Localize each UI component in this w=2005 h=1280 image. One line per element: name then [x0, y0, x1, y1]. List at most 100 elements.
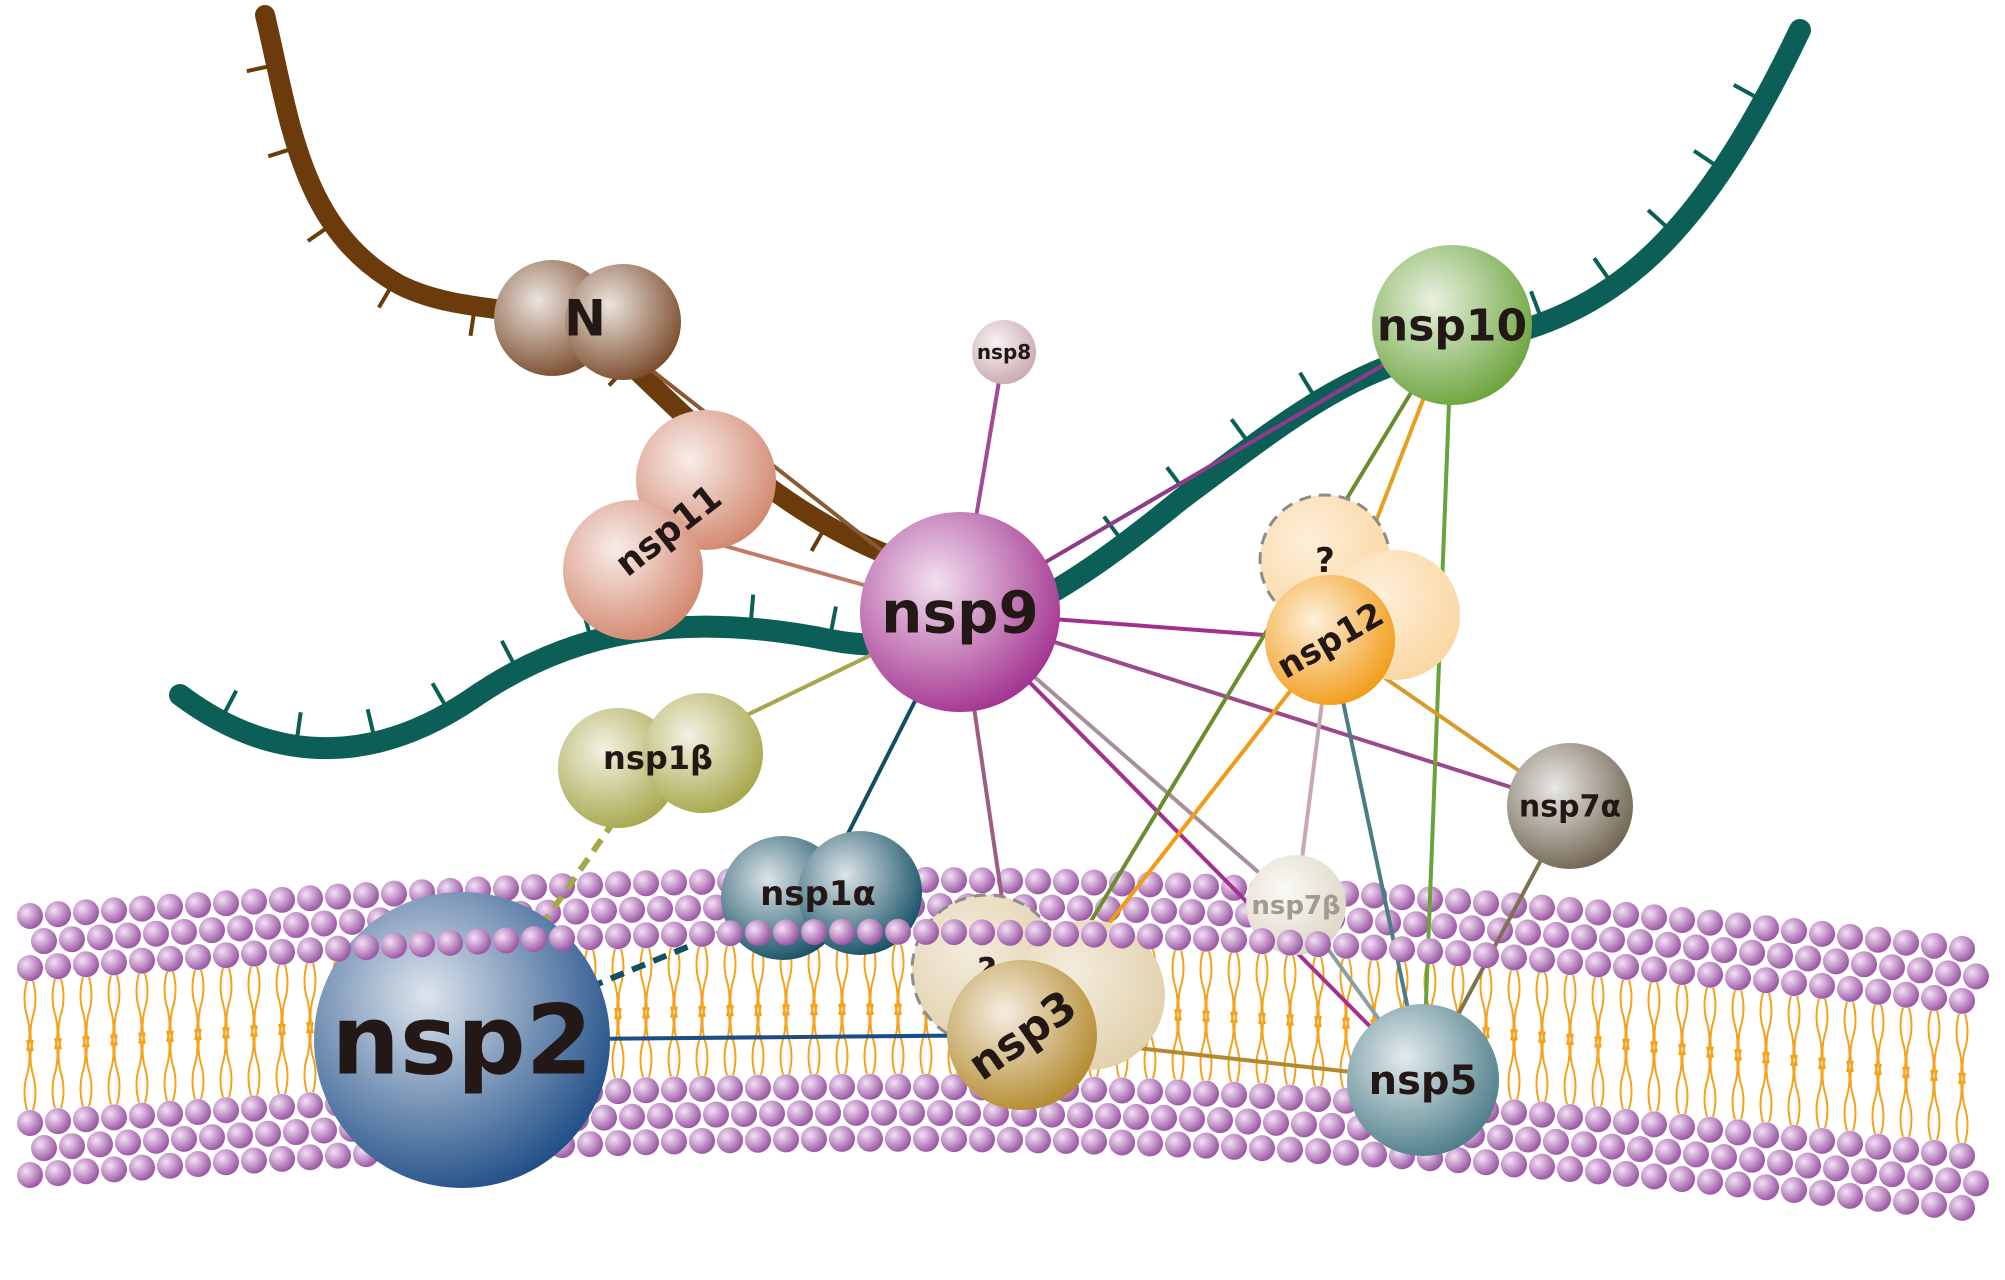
lipid-head	[521, 926, 547, 953]
lipid-head	[269, 938, 295, 965]
lipid-head	[1445, 940, 1471, 967]
lipid-head	[1725, 912, 1751, 939]
protein-nsp5[interactable]: nsp5	[1347, 1004, 1499, 1156]
lipid-head	[1165, 1079, 1191, 1106]
lipid-head	[1585, 1158, 1611, 1185]
strand-tick	[267, 145, 298, 159]
lipid-head	[717, 1127, 743, 1154]
protein-nsp12[interactable]: ?nsp12	[1258, 493, 1460, 705]
lipid-tail	[113, 975, 121, 1046]
protein-N[interactable]: N	[494, 260, 681, 380]
lipid-head	[199, 1124, 225, 1151]
lipid-head	[493, 927, 519, 954]
lipid-tail	[869, 1003, 877, 1075]
lipid-head	[1039, 1101, 1065, 1128]
lipid-head	[675, 895, 701, 922]
lipid-head	[297, 937, 323, 964]
protein-label-nsp7b: nsp7β	[1251, 891, 1340, 921]
lipid-head	[1669, 1166, 1695, 1193]
lipid-head	[1179, 1105, 1205, 1132]
lipid-head	[913, 918, 939, 945]
lipid-head	[997, 1126, 1023, 1153]
lipid-head	[689, 1127, 715, 1154]
lipid-head	[647, 1102, 673, 1129]
lipid-head	[1207, 1107, 1233, 1134]
lipid-head	[1025, 1127, 1051, 1154]
lipid-head	[689, 868, 715, 895]
lipid-tail	[107, 975, 115, 1046]
lipid-tail	[1933, 1069, 1941, 1141]
lipid-head	[31, 928, 57, 955]
lipid-tail	[891, 944, 899, 1016]
protein-subunit	[860, 512, 1060, 712]
lipid-head	[1529, 946, 1555, 973]
protein-label-nsp10: nsp10	[1377, 300, 1527, 351]
lipid-tail	[1737, 1049, 1745, 1120]
lipid-tail	[1597, 1036, 1605, 1107]
lipid-head	[1711, 1144, 1737, 1171]
strand-tick	[1692, 149, 1724, 172]
lipid-head	[871, 1099, 897, 1126]
lipid-tail	[723, 946, 731, 1017]
lipid-tail	[141, 973, 149, 1044]
protein-nsp10[interactable]: nsp10	[1372, 245, 1532, 405]
lipid-tail	[1289, 955, 1297, 1026]
lipid-head	[1501, 944, 1527, 971]
lipid-head	[857, 1073, 883, 1100]
strand-tick	[1646, 208, 1675, 235]
lipid-head	[143, 920, 169, 947]
lipid-head	[605, 871, 631, 898]
protein-nsp1b[interactable]: nsp1β	[558, 693, 763, 828]
protein-nsp11[interactable]: nsp11	[563, 410, 776, 640]
lipid-head	[297, 1144, 323, 1171]
lipid-head	[801, 1074, 827, 1101]
protein-nsp8[interactable]: nsp8	[972, 320, 1036, 384]
lipid-head	[1221, 1133, 1247, 1160]
lipid-tail	[1233, 952, 1241, 1024]
protein-nsp7b[interactable]: nsp7β	[1246, 855, 1346, 955]
lipid-head	[829, 1073, 855, 1100]
lipid-tail	[1787, 1054, 1795, 1126]
lipid-tail	[253, 1025, 261, 1096]
lipid-head	[941, 1126, 967, 1153]
lipid-head	[1151, 897, 1177, 924]
lipid-tail	[673, 1006, 681, 1077]
lipid-head	[129, 895, 155, 922]
lipid-head	[1781, 918, 1807, 945]
lipid-tail	[141, 1032, 149, 1103]
lipid-head	[1907, 1164, 1933, 1191]
lipid-head	[1459, 915, 1485, 942]
lipid-tail	[1591, 977, 1599, 1048]
protein-nsp2[interactable]: nsp2	[314, 892, 610, 1188]
lipid-tail	[1283, 1014, 1291, 1085]
lipid-head	[115, 1129, 141, 1156]
protein-label-nsp1b: nsp1β	[603, 739, 713, 777]
protein-nsp7a[interactable]: nsp7α	[1507, 743, 1633, 869]
lipid-head	[1851, 1158, 1877, 1185]
lipid-head	[311, 910, 337, 937]
lipid-head	[1473, 890, 1499, 917]
lipid-head	[1697, 1116, 1723, 1143]
protein-subunit	[563, 500, 703, 640]
lipid-head	[1767, 1149, 1793, 1176]
membrane-lipid-heads-front	[17, 918, 1975, 1014]
lipid-head	[1585, 1106, 1611, 1133]
lipid-head	[1949, 987, 1975, 1014]
lipid-head	[213, 1149, 239, 1176]
lipid-head	[1557, 1104, 1583, 1131]
lipid-tail	[1933, 1010, 1941, 1082]
lipid-head	[171, 918, 197, 945]
lipid-tail	[1681, 1043, 1689, 1115]
lipid-head	[1501, 1151, 1527, 1178]
lipid-tail	[197, 1028, 205, 1100]
lipid-head	[843, 1099, 869, 1126]
lipid-head	[73, 899, 99, 926]
lipid-head	[1781, 1177, 1807, 1204]
lipid-head	[1809, 1179, 1835, 1206]
lipid-head	[1795, 1152, 1821, 1179]
lipid-head	[1669, 907, 1695, 934]
protein-nsp9[interactable]: nsp9	[860, 512, 1060, 712]
lipid-head	[1445, 1147, 1471, 1174]
protein-subunit	[1347, 1004, 1499, 1156]
